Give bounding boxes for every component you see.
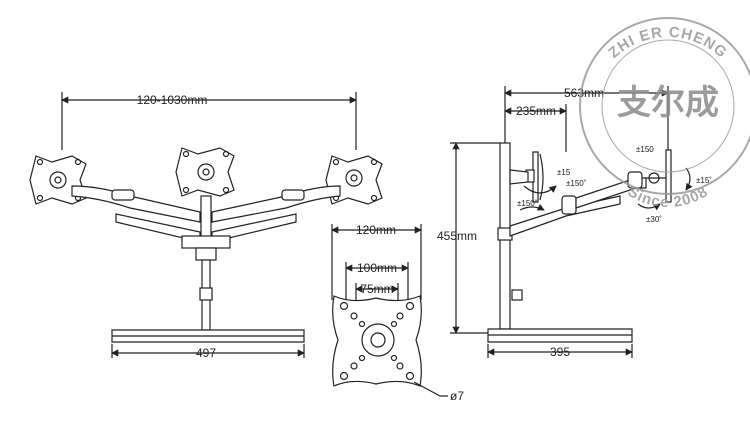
center-vesa-plate [175, 147, 235, 197]
base-depth-label: 395 [550, 345, 570, 359]
front-hub [181, 235, 231, 249]
front-view [29, 92, 383, 358]
vesa-detail-view [331, 224, 448, 397]
left-upper-arm [71, 185, 201, 223]
pole-to-joint-label: 235mm [516, 104, 556, 118]
vesa-75-label: 75mm [360, 282, 393, 296]
angle-swivel-150-b: ±150˚ [517, 199, 538, 208]
angle-swivel-150-c: ±150 [636, 145, 654, 154]
angle-swivel-150-a: ±150˚ [566, 179, 587, 188]
watermark-stamp: ZHI ER CHENG 支尔成 Since 2008 [579, 17, 750, 211]
vesa-outer-label: 120mm [356, 223, 396, 237]
hole-diameter-label: ø7 [450, 389, 464, 403]
vesa-100-label: 100mm [357, 261, 397, 275]
total-width-label: 120-1030mm [137, 93, 208, 107]
arm-reach-label: 563mm [564, 86, 604, 100]
watermark-chinese: 支尔成 [617, 83, 719, 123]
base-width-label: 497 [196, 346, 216, 360]
angle-tilt-15-b: ±15˚ [696, 176, 712, 185]
side-view [450, 86, 693, 358]
angle-rotate-30: ±30˚ [646, 215, 662, 224]
side-far-plate [665, 149, 672, 203]
angle-tilt-15-a: ±15 [557, 168, 571, 177]
height-label: 455mm [437, 229, 477, 243]
